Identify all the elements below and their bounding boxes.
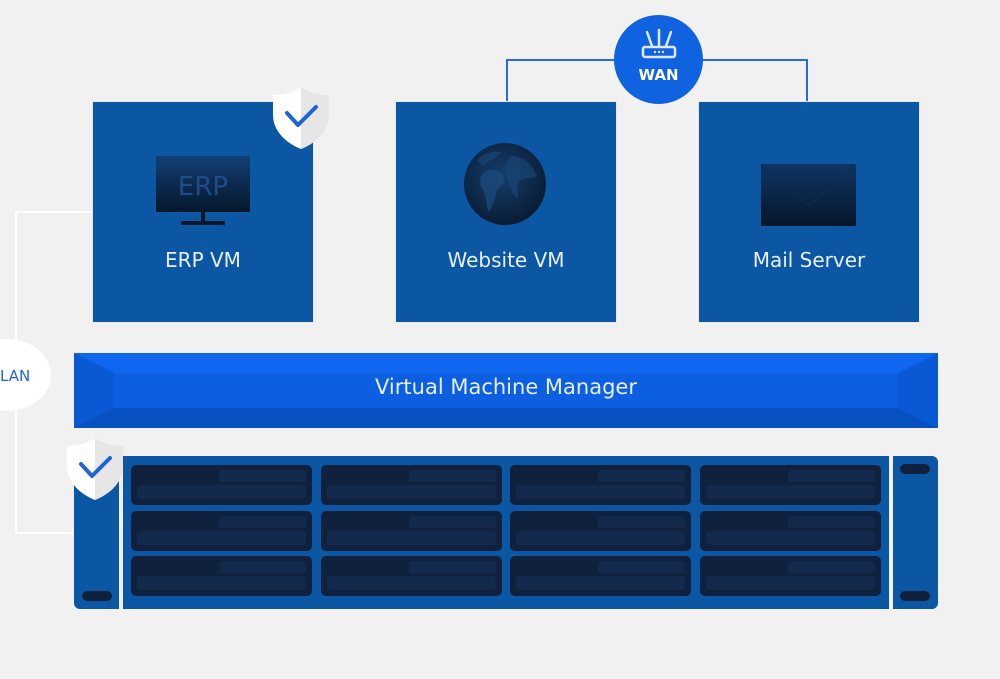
drive-bay[interactable]: [699, 465, 881, 505]
drive-bay-latch: [219, 561, 306, 573]
drive-bay-handle: [137, 485, 306, 499]
drive-bay-handle: [137, 530, 306, 545]
lan-node[interactable]: LAN: [0, 339, 51, 411]
vm-label-mail: Mail Server: [752, 248, 866, 272]
drive-bay[interactable]: [131, 510, 312, 551]
drive-bay[interactable]: [699, 510, 881, 551]
drive-bay-handle: [705, 576, 875, 590]
wan-connector-line-left: [506, 59, 616, 61]
virtual-machine-manager-bar[interactable]: Virtual Machine Manager: [74, 353, 938, 428]
server-right-handle-slot-bottom: [900, 591, 930, 601]
server-bay-panel: [123, 456, 889, 609]
vm-card-mail[interactable]: Mail Server: [699, 102, 919, 322]
drive-bay[interactable]: [320, 510, 502, 551]
drive-bay-latch: [787, 470, 875, 482]
drive-bay-handle: [516, 576, 685, 590]
drive-bay[interactable]: [510, 510, 691, 551]
nas-server[interactable]: [74, 456, 938, 609]
wan-node[interactable]: WAN: [614, 15, 703, 104]
drive-bay[interactable]: [510, 556, 691, 596]
drive-bay-latch: [598, 561, 685, 573]
drive-bay-handle: [516, 485, 685, 499]
erp-icon-text: ERP: [178, 172, 228, 202]
server-right-handle-slot-top: [900, 464, 930, 474]
drive-bay[interactable]: [699, 556, 881, 596]
drive-bay-handle: [705, 530, 875, 545]
drive-bay-latch: [408, 561, 496, 573]
drive-bay-latch: [598, 470, 685, 482]
vmm-bevel-shape: [74, 353, 938, 428]
lan-label: LAN: [0, 367, 31, 385]
lan-connector-line-top: [15, 211, 94, 213]
wan-label: WAN: [638, 66, 679, 84]
drive-bay-handle: [326, 576, 496, 590]
drive-bay-latch: [219, 470, 306, 482]
drive-bay-latch: [787, 561, 875, 573]
shield-check-icon: [67, 438, 123, 500]
drive-bay[interactable]: [131, 465, 312, 505]
erp-monitor-icon: ERP: [156, 156, 250, 225]
server-divider-right: [889, 456, 893, 609]
drive-bay-handle: [326, 530, 496, 545]
drive-bay-latch: [598, 515, 685, 528]
vm-label-website: Website VM: [447, 248, 565, 272]
envelope-icon: [761, 164, 856, 226]
drive-bay[interactable]: [510, 465, 691, 505]
lan-connector-line-bottom: [15, 532, 75, 534]
server-right-handle: [893, 456, 938, 609]
vm-card-erp[interactable]: ERP ERP VM: [93, 102, 313, 322]
drive-bay-latch: [219, 515, 306, 528]
vm-card-website[interactable]: Website VM: [396, 102, 616, 322]
globe-icon: [464, 143, 546, 225]
drive-bay-handle: [705, 485, 875, 499]
wan-connector-line-right: [702, 59, 808, 61]
wan-connector-line-left-drop: [506, 59, 508, 103]
drive-bay[interactable]: [320, 556, 502, 596]
drive-bay-latch: [408, 515, 496, 528]
wan-connector-line-right-drop: [806, 59, 808, 103]
drive-bay-latch: [787, 515, 875, 528]
drive-bay-latch: [408, 470, 496, 482]
router-icon: [641, 28, 677, 59]
drive-bay-handle: [326, 485, 496, 499]
drive-bay-handle: [516, 530, 685, 545]
drive-bay[interactable]: [131, 556, 312, 596]
server-left-handle-slot: [82, 591, 112, 601]
vm-label-erp: ERP VM: [165, 248, 241, 272]
drive-bay[interactable]: [320, 465, 502, 505]
vmm-label: Virtual Machine Manager: [375, 375, 637, 399]
shield-check-icon: [273, 87, 329, 149]
drive-bay-handle: [137, 576, 306, 590]
server-divider-left: [119, 456, 123, 609]
